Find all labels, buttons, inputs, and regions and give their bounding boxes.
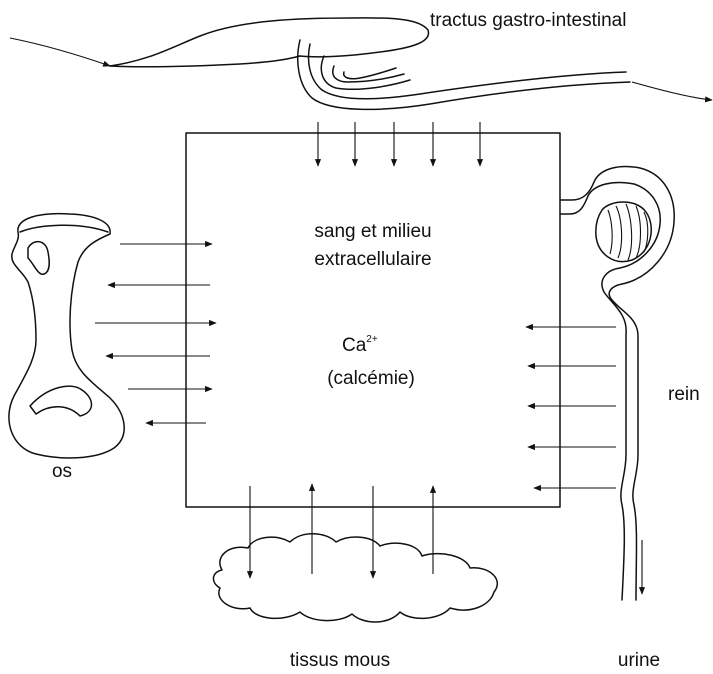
urine-label: urine: [618, 650, 660, 671]
bone-exchange-arrows: [95, 244, 216, 423]
compartment-label-line1: sang et milieu: [314, 221, 431, 242]
gastrointestinal-tract: [10, 18, 712, 110]
kidney-label: rein: [668, 384, 700, 405]
gut-label: tractus gastro-intestinal: [430, 10, 626, 31]
soft-tissue-label: tissus mous: [290, 650, 390, 671]
renal-reabsorption-arrows: [526, 327, 616, 488]
intestinal-absorption-arrows: [318, 122, 480, 166]
kidney-nephron-icon: [560, 167, 674, 600]
soft-tissue-icon: [213, 534, 497, 622]
calcium-charge: 2+: [366, 334, 378, 345]
calcium-symbol: Ca: [342, 335, 367, 356]
bone-label: os: [52, 461, 72, 482]
calcemia-label: (calcémie): [327, 368, 415, 389]
extracellular-compartment-box: [186, 133, 560, 507]
calcium-ion-label: Ca2+: [342, 334, 378, 356]
compartment-label-line2: extracellulaire: [314, 249, 431, 270]
soft-tissue-exchange-arrows: [250, 484, 433, 578]
bone-icon: [9, 214, 124, 458]
